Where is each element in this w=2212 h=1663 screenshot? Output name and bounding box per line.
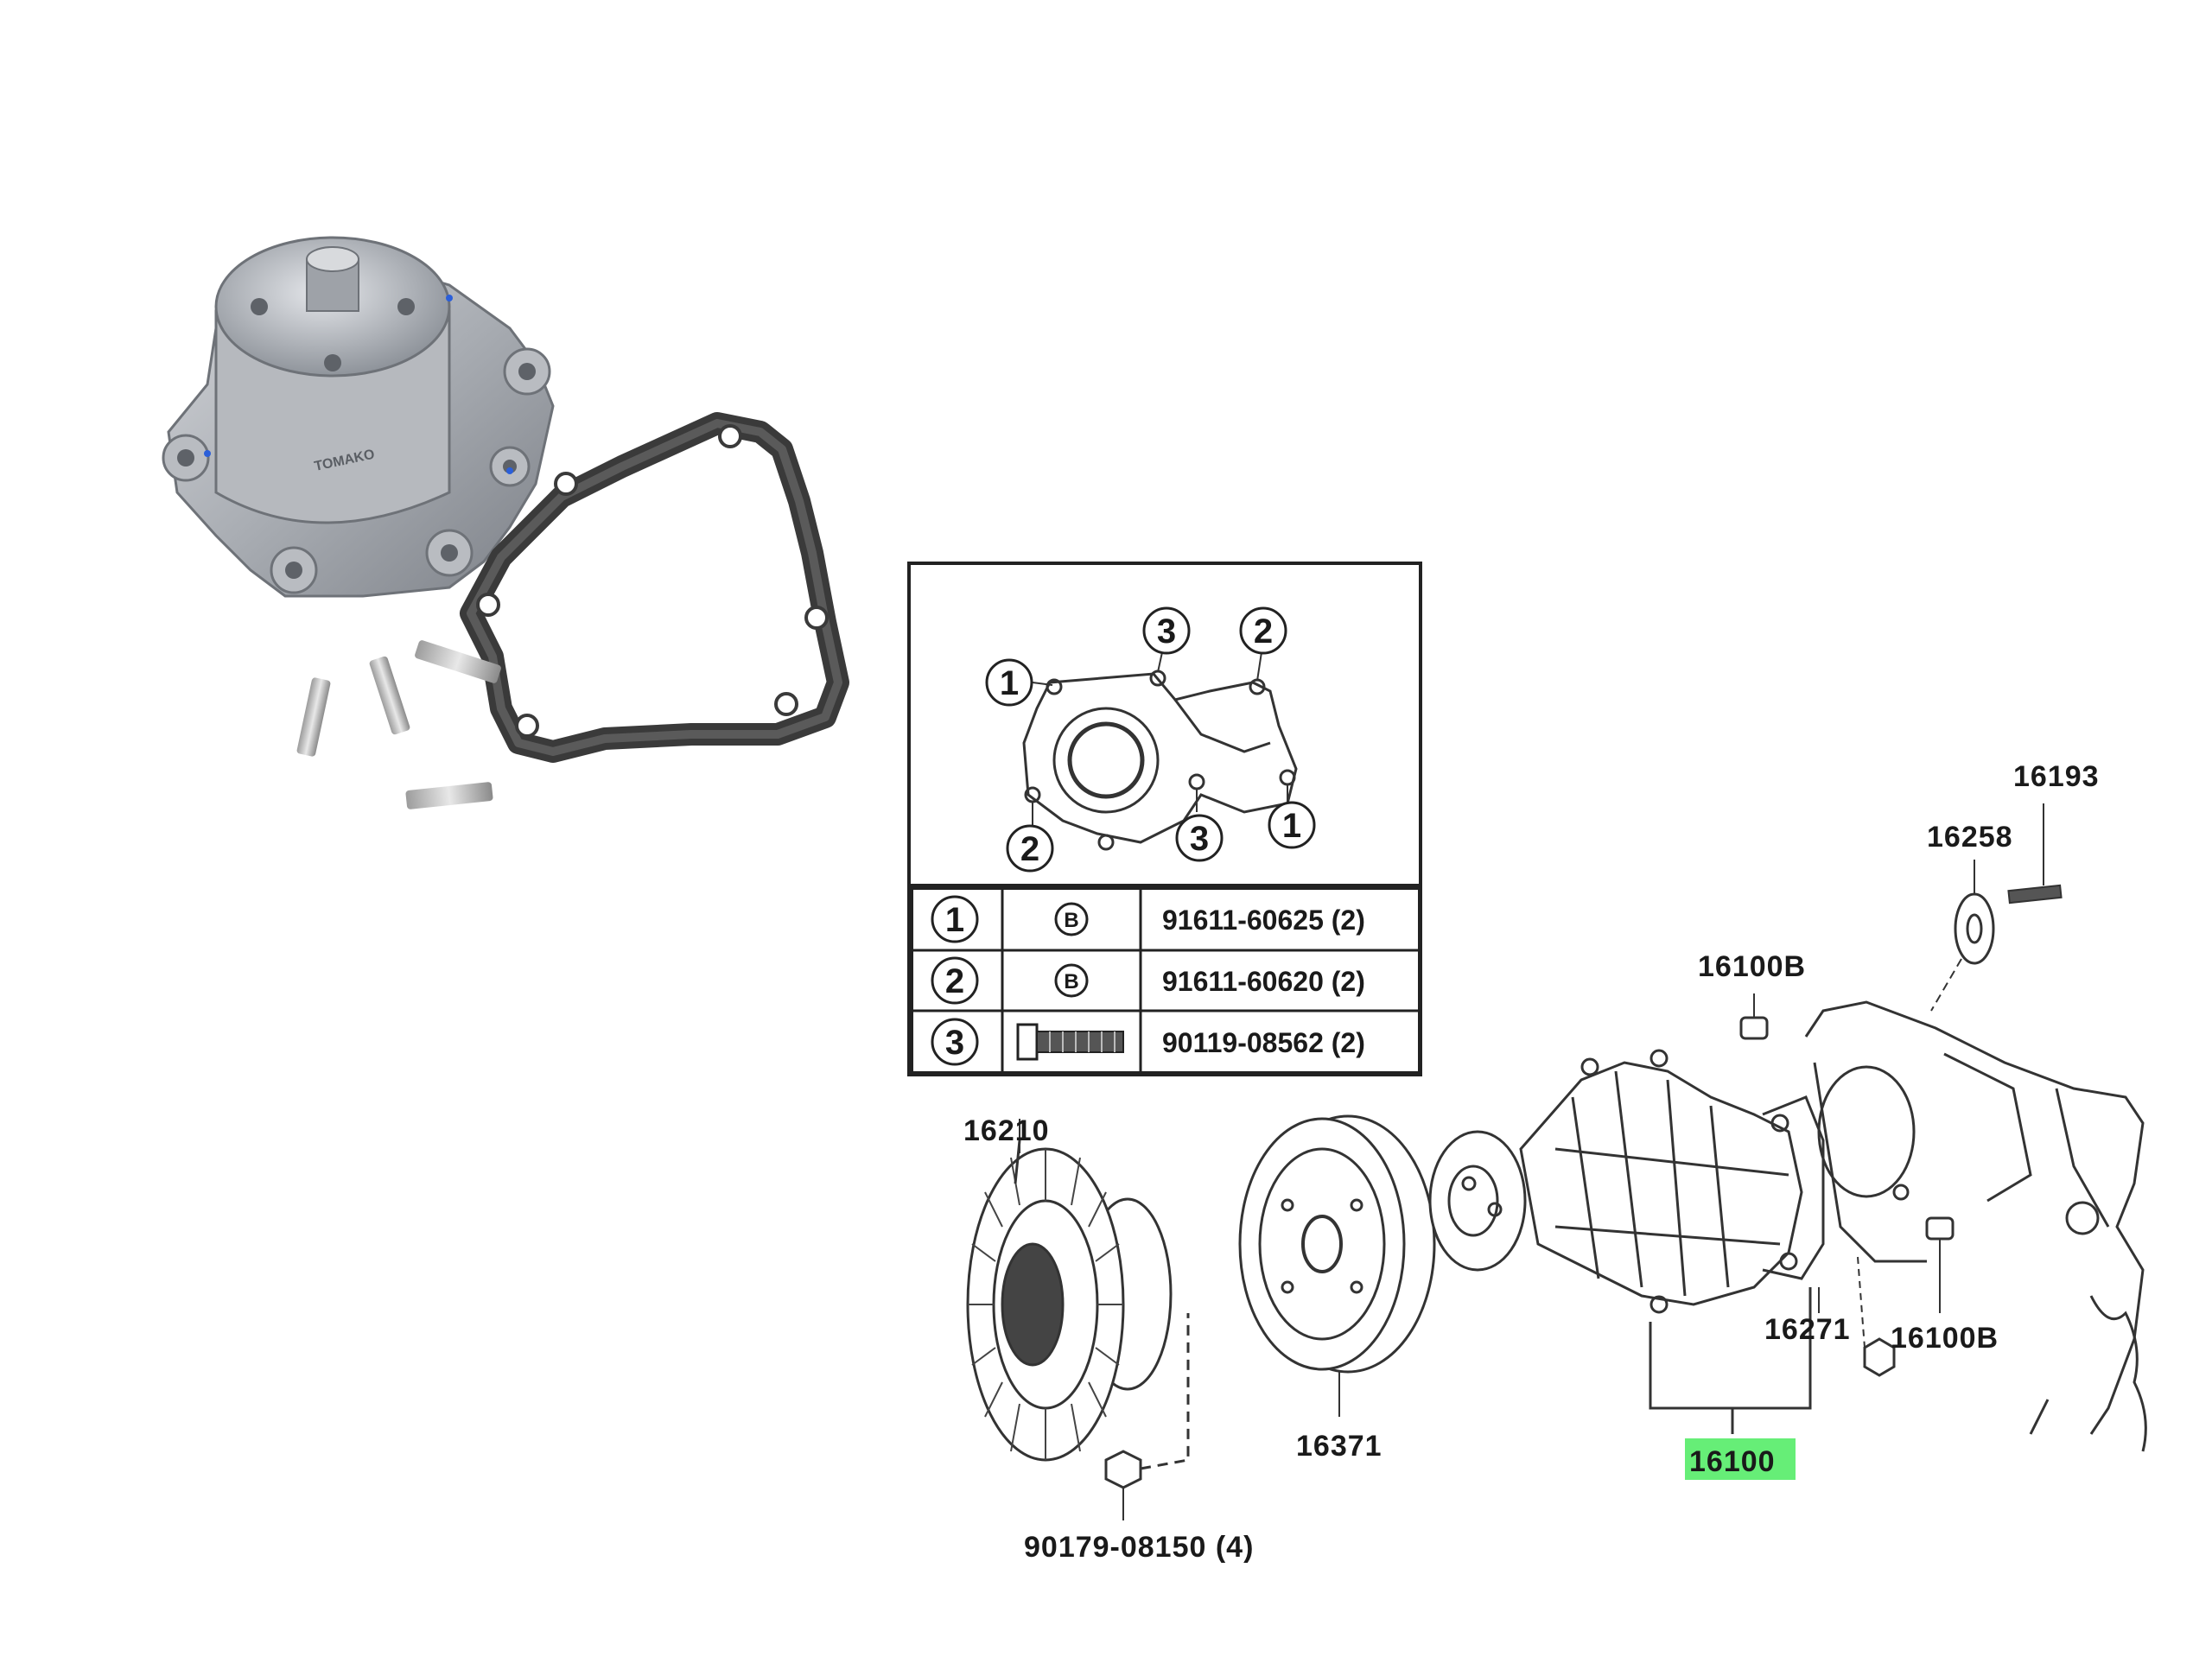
bolt-type-b-icon xyxy=(1054,963,1089,998)
flange-nut-drawing xyxy=(1104,1313,1190,1520)
label-16258: 16258 xyxy=(1927,821,2013,854)
gasket-drawing xyxy=(1762,1095,1825,1280)
svg-text:2: 2 xyxy=(945,962,964,1000)
label-16371: 16371 xyxy=(1296,1430,1382,1463)
svg-text:3: 3 xyxy=(1157,613,1176,651)
assembly-bracket xyxy=(1649,1287,1812,1434)
inset-callout-2-bottom: 2 xyxy=(1006,824,1054,873)
label-16193: 16193 xyxy=(2013,760,2100,793)
gasket-photo xyxy=(460,412,849,763)
water-pump-drawing xyxy=(1428,1049,1803,1314)
svg-text:91611-60620 (2): 91611-60620 (2) xyxy=(1162,966,1365,997)
label-16210: 16210 xyxy=(963,1114,1050,1147)
bolt-type-b-icon xyxy=(1054,902,1089,936)
fan-clutch-drawing xyxy=(966,1139,1173,1462)
pump-nut-drawing xyxy=(1857,1256,1896,1377)
svg-text:B: B xyxy=(1064,909,1078,932)
label-16100b-right: 16100B xyxy=(1891,1322,1999,1355)
inset-callout-3-bottom: 3 xyxy=(1175,814,1224,862)
svg-text:3: 3 xyxy=(945,1024,964,1062)
bolt-table-row: 3 90119-08562 (2) xyxy=(931,1018,1365,1066)
drain-plug-top-drawing xyxy=(1739,993,1769,1040)
bolt-location-inset: 1 3 2 2 3 1 xyxy=(907,562,1422,1076)
svg-text:1: 1 xyxy=(945,901,964,939)
pulley-drawing xyxy=(1238,1114,1436,1417)
water-pump-photo: TOMAKO xyxy=(162,236,555,598)
bolt-table-row: 2 B 91611-60620 (2) xyxy=(931,956,1365,1005)
drain-plug-right-drawing xyxy=(1925,1216,1955,1313)
label-16271: 16271 xyxy=(1764,1313,1851,1346)
flange-bolt-icon xyxy=(1016,1023,1124,1061)
inset-callout-1-right: 1 xyxy=(1268,801,1316,849)
svg-text:90119-08562 (2): 90119-08562 (2) xyxy=(1162,1027,1365,1058)
stud-bolts-photo xyxy=(296,640,501,809)
bolt-table: 1 B 91611-60625 (2) 2 B 91611-60620 (2) … xyxy=(910,886,1421,1075)
inset-callout-2-top: 2 xyxy=(1239,606,1287,655)
inset-pump-sketch xyxy=(1022,670,1298,851)
plate-drawing xyxy=(1930,892,1995,1012)
inset-callout-3-top: 3 xyxy=(1142,606,1191,655)
label-90179-08150: 90179-08150 (4) xyxy=(1024,1531,1254,1564)
svg-text:2: 2 xyxy=(1254,613,1273,651)
svg-text:2: 2 xyxy=(1020,830,1039,868)
stud-drawing xyxy=(2007,803,2063,904)
engine-block-drawing xyxy=(1804,1000,2147,1452)
label-16100b-top: 16100B xyxy=(1698,950,1806,983)
svg-text:16100: 16100 xyxy=(1689,1445,1776,1478)
svg-text:B: B xyxy=(1064,970,1078,993)
label-16100-highlighted: 16100 xyxy=(1685,1438,1796,1480)
svg-text:91611-60625 (2): 91611-60625 (2) xyxy=(1162,904,1365,936)
inset-callout-1-left: 1 xyxy=(985,658,1033,707)
bolt-table-row: 1 B 91611-60625 (2) xyxy=(931,895,1365,943)
svg-text:3: 3 xyxy=(1190,820,1209,858)
svg-text:1: 1 xyxy=(1282,807,1301,845)
svg-text:1: 1 xyxy=(1000,664,1019,702)
